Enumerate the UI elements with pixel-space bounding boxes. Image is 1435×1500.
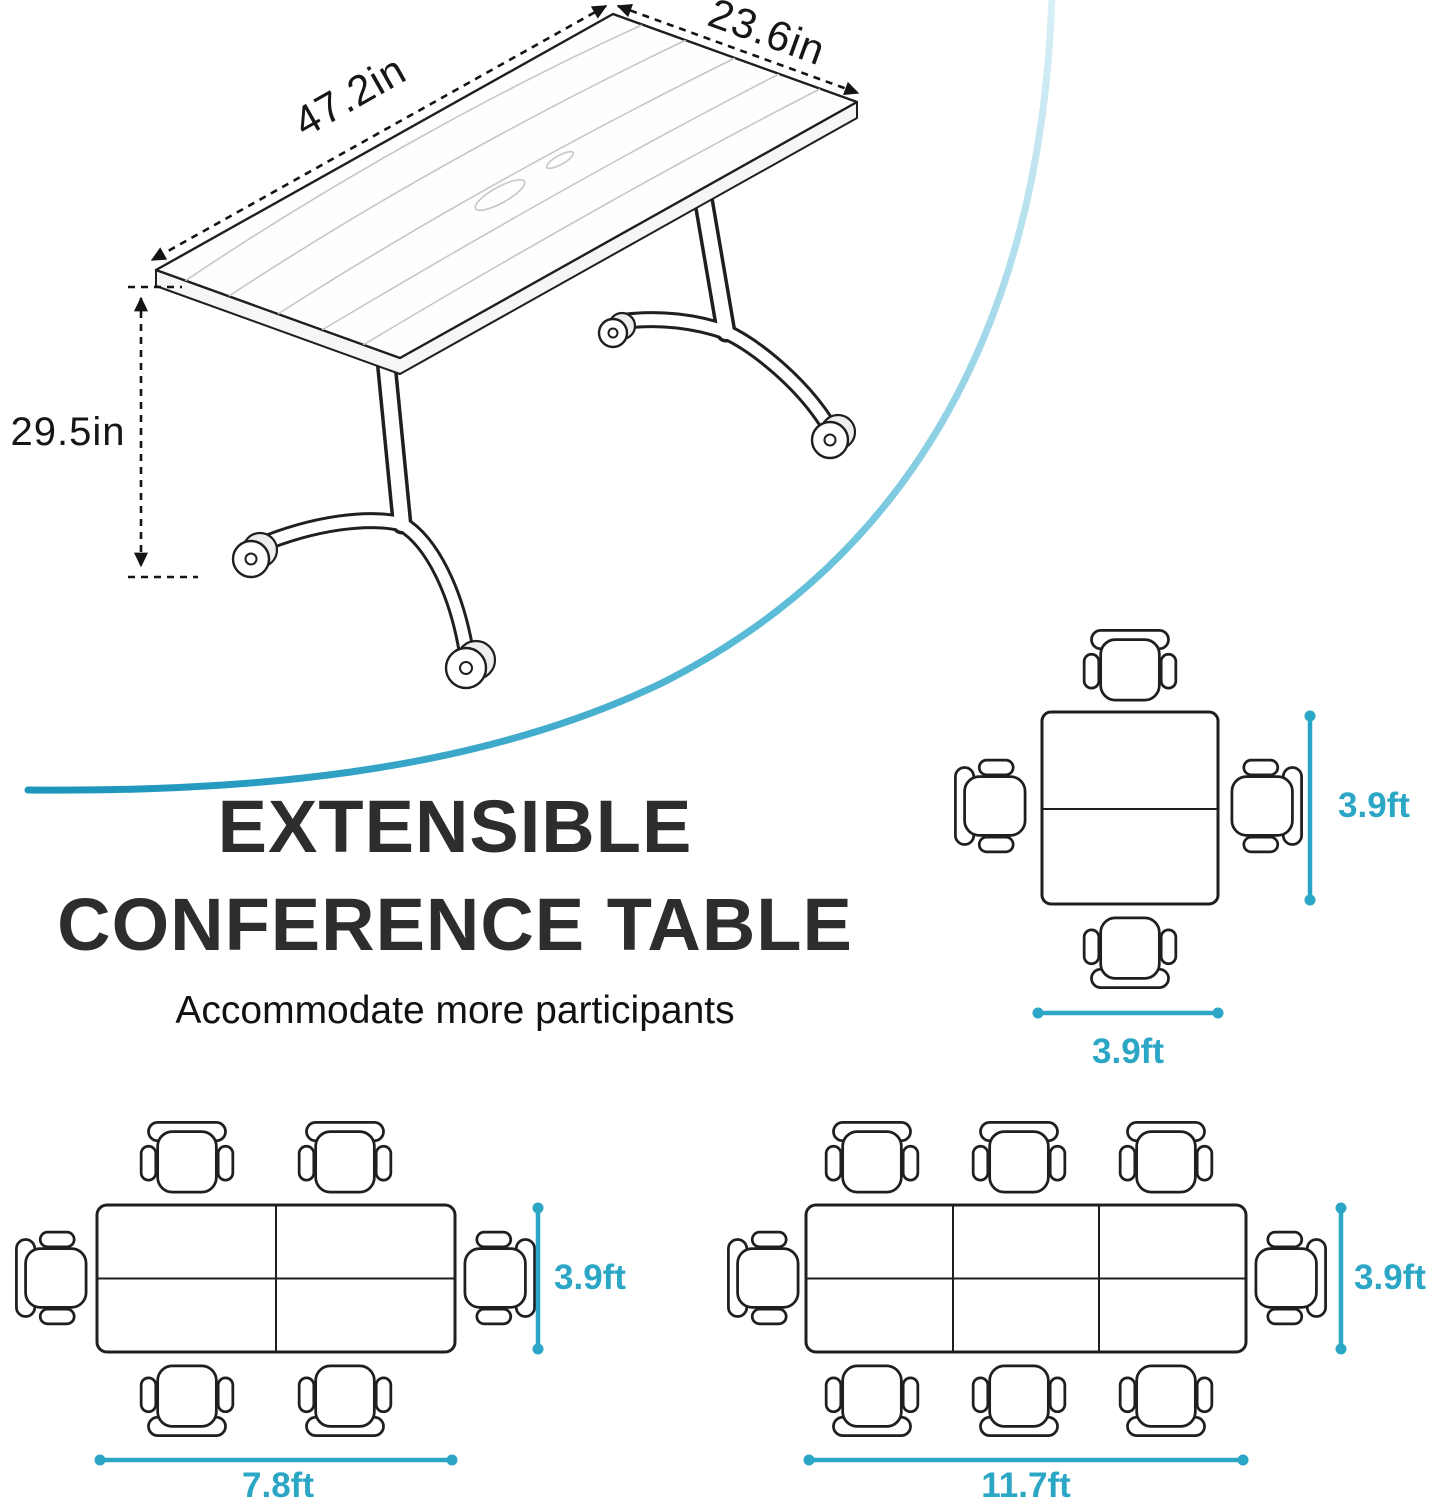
chair-icon — [139, 1121, 235, 1194]
table-top-view — [804, 1203, 1248, 1354]
layout-medium — [15, 1121, 544, 1466]
large-width-label: 11.7ft — [981, 1466, 1071, 1500]
headline: EXTENSIBLE CONFERENCE TABLE Accommodate … — [55, 778, 855, 1033]
accent-arc — [24, 0, 1056, 794]
caster-icon — [810, 413, 857, 460]
headline-line1: EXTENSIBLE — [217, 785, 693, 868]
headline-line2: CONFERENCE TABLE — [57, 882, 853, 966]
chair-icon — [139, 1364, 235, 1437]
large-depth-label: 3.9ft — [1354, 1258, 1426, 1297]
chair-icon — [1118, 1364, 1214, 1437]
caster-icon — [231, 531, 279, 579]
chair-icon — [463, 1230, 536, 1326]
layout-large — [727, 1121, 1347, 1466]
table-leg-left — [249, 319, 475, 659]
medium-width-label: 7.8ft — [242, 1466, 314, 1500]
height-label: 29.5in — [10, 410, 126, 454]
caster-icon — [597, 311, 637, 349]
square-depth-label: 3.9ft — [1338, 786, 1410, 825]
width-dimension — [616, 3, 860, 96]
width-dimension-line — [803, 1454, 1249, 1466]
headline-subtitle: Accommodate more participants — [175, 989, 735, 1033]
layout-square — [954, 629, 1316, 1019]
chair-icon — [297, 1364, 393, 1437]
chair-icon — [1230, 758, 1303, 854]
square-width-label: 3.9ft — [1092, 1032, 1164, 1071]
chair-icon — [727, 1230, 800, 1326]
caster-icon — [444, 639, 497, 690]
iso-table-illustration — [128, 3, 860, 690]
width-dimension-line — [94, 1454, 458, 1466]
chair-icon — [1082, 629, 1178, 702]
chair-icon — [824, 1364, 920, 1437]
length-dimension — [150, 4, 608, 262]
depth-dimension-line — [1335, 1202, 1347, 1355]
chair-icon — [824, 1121, 920, 1194]
table-top-view — [95, 1203, 457, 1354]
chair-icon — [954, 758, 1027, 854]
chair-icon — [971, 1364, 1067, 1437]
height-dimension — [128, 285, 198, 579]
tabletop — [154, 12, 859, 375]
depth-dimension-line — [532, 1202, 544, 1355]
medium-depth-label: 3.9ft — [554, 1258, 626, 1297]
chair-icon — [1254, 1230, 1327, 1326]
table-top-view — [1040, 710, 1220, 906]
depth-dimension-line — [1304, 710, 1316, 906]
chair-icon — [15, 1230, 88, 1326]
chair-icon — [297, 1121, 393, 1194]
table-leg-right — [611, 169, 835, 431]
width-dimension-line — [1032, 1007, 1224, 1019]
chair-icon — [1082, 916, 1178, 989]
chair-icon — [971, 1121, 1067, 1194]
chair-icon — [1118, 1121, 1214, 1194]
